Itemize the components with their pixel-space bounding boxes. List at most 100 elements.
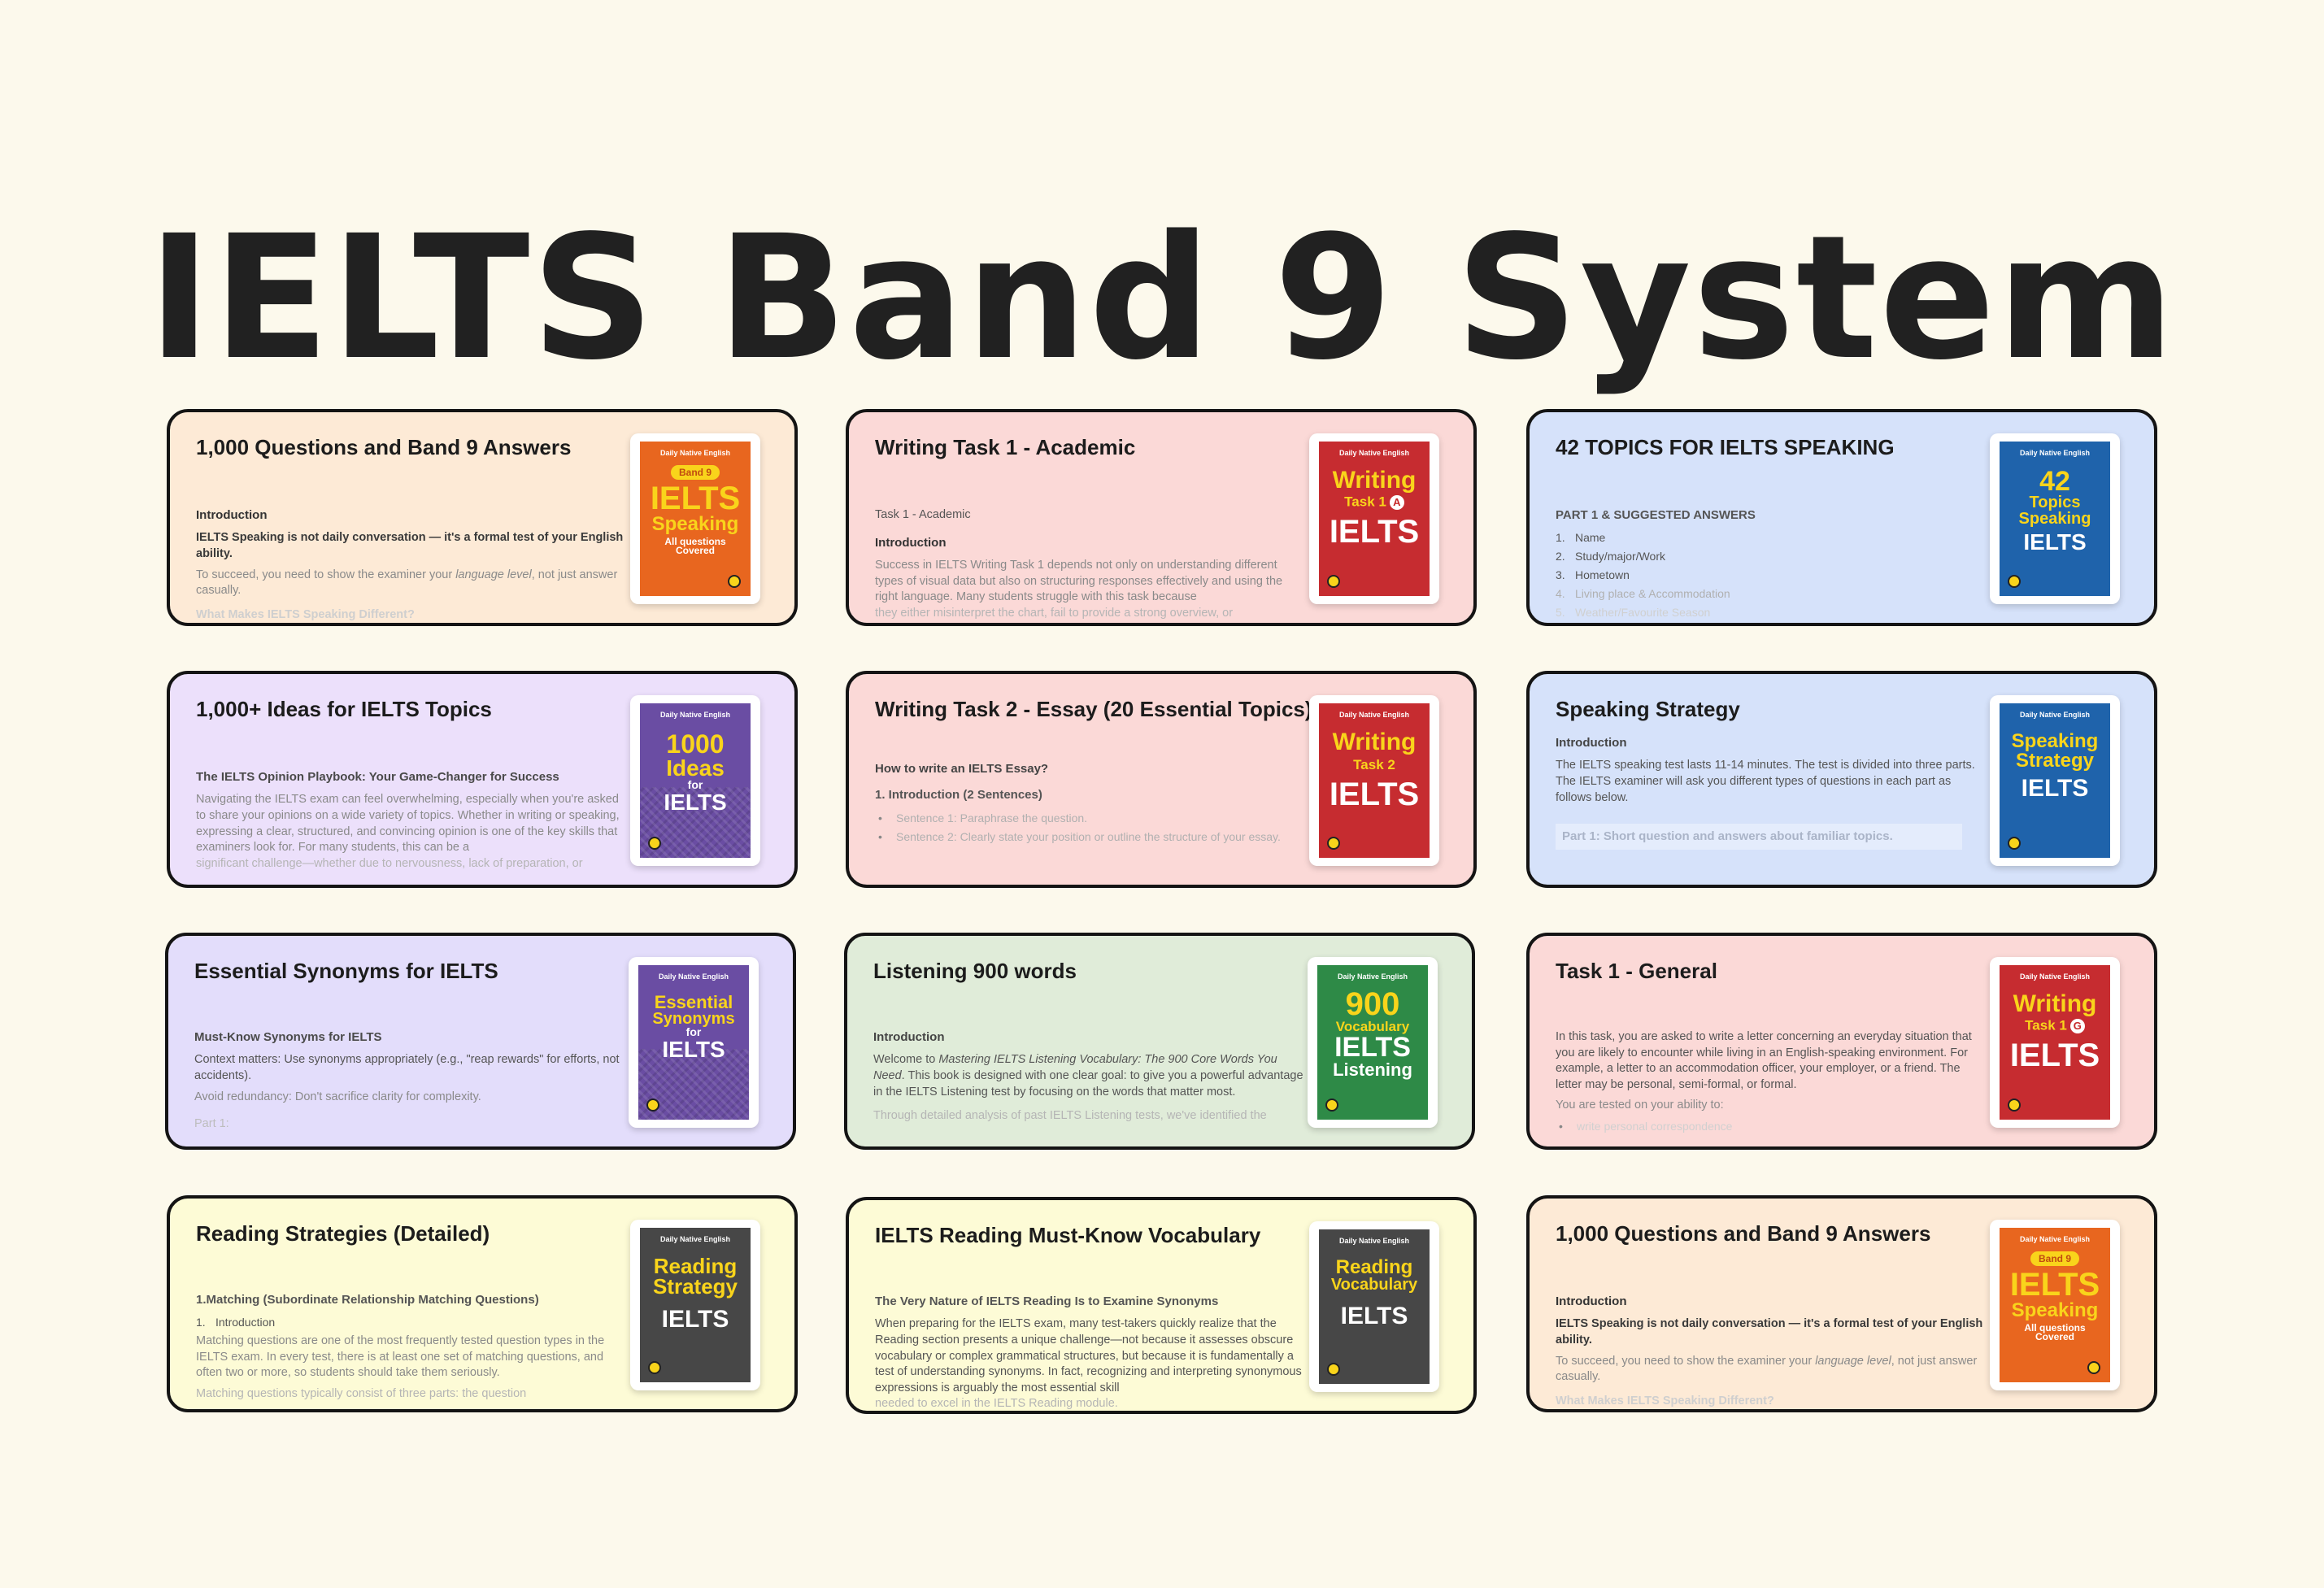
course-card-writing-task2-essay[interactable]: Writing Task 2 - Essay (20 Essential Top…: [846, 671, 1477, 888]
card-subheading: What Makes IELTS Speaking Different?: [1556, 1394, 1774, 1407]
cover-tagline: All questions: [664, 535, 726, 547]
card-subheading: What Makes IELTS Speaking Different?: [196, 607, 415, 621]
book-cover: Daily Native English 900 Vocabulary IELT…: [1308, 957, 1438, 1128]
course-card-42-topics-speaking[interactable]: 42 TOPICS FOR IELTS SPEAKING PART 1 & SU…: [1526, 409, 2157, 626]
card-paragraph: IELTS Speaking is not daily conversation…: [1556, 1317, 1983, 1347]
cover-subtitle: Vocabulary: [1335, 1019, 1410, 1035]
cover-subtitle: Vocabulary: [1330, 1275, 1418, 1294]
subsection-list: 1.Introduction: [196, 1315, 627, 1330]
cover-publisher: Daily Native English: [1337, 972, 1408, 981]
course-card-speaking-strategy[interactable]: Speaking Strategy Introduction The IELTS…: [1526, 671, 2157, 888]
cover-publisher: Daily Native English: [659, 1235, 731, 1243]
card-subheading: Part 1:: [194, 1117, 229, 1131]
cover-title: IELTS: [650, 481, 741, 516]
cover-tagline: Listening: [1333, 1059, 1412, 1081]
book-cover: Daily Native English Reading Strategy IE…: [630, 1220, 760, 1390]
cover-subtitle: Speaking: [651, 513, 739, 536]
card-paragraph: IELTS Speaking is not daily conversation…: [196, 531, 624, 560]
cover-title: Reading: [653, 1254, 738, 1278]
cover-brand: IELTS: [1329, 514, 1420, 550]
publisher-logo-icon: [1325, 1099, 1338, 1112]
cover-brand: IELTS: [664, 789, 727, 815]
list-item: 1.Introduction: [196, 1316, 276, 1329]
book-cover: Daily Native English Essential Synonyms …: [629, 957, 759, 1128]
cover-tagline: for: [685, 1025, 702, 1039]
list-item: write personal correspondence: [1556, 1119, 1987, 1134]
cover-title: Writing: [2013, 990, 2097, 1017]
publisher-logo-icon: [1327, 837, 1340, 850]
card-title: 1,000 Questions and Band 9 Answers: [196, 435, 572, 459]
card-title: Essential Synonyms for IELTS: [194, 959, 498, 983]
card-title: 1,000 Questions and Band 9 Answers: [1556, 1221, 1931, 1246]
cover-publisher: Daily Native English: [2019, 1235, 2091, 1243]
course-card-reading-vocabulary[interactable]: IELTS Reading Must-Know Vocabulary The V…: [846, 1197, 1477, 1414]
cover-publisher: Daily Native English: [1338, 711, 1410, 719]
course-card-speaking-1000-questions-2[interactable]: 1,000 Questions and Band 9 Answers Intro…: [1526, 1195, 2157, 1412]
card-paragraph: Avoid redundancy: Don't sacrifice clarit…: [194, 1090, 481, 1103]
card-paragraph: needed to excel in the IELTS Reading mod…: [875, 1397, 1118, 1411]
course-card-reading-strategies[interactable]: Reading Strategies (Detailed) 1.Matching…: [167, 1195, 798, 1412]
cover-subtitle: Strategy: [2015, 749, 2095, 772]
course-card-1000-ideas[interactable]: 1,000+ Ideas for IELTS Topics The IELTS …: [167, 671, 798, 888]
cover-subtitle: Task 1: [2025, 1017, 2067, 1033]
card-section-heading: 1.Matching (Subordinate Relationship Mat…: [196, 1293, 539, 1307]
card-title: IELTS Reading Must-Know Vocabulary: [875, 1223, 1261, 1247]
cover-title: Speaking: [2011, 730, 2099, 752]
list-item: 1.Name: [1556, 531, 1606, 545]
card-paragraph: Context matters: Use synonyms appropriat…: [194, 1053, 620, 1082]
card-paragraph: To succeed, you need to show the examine…: [196, 568, 618, 598]
publisher-logo-icon: [728, 575, 741, 588]
card-paragraph: significant challenge—whether due to ner…: [196, 856, 583, 870]
cover-letter-badge: A: [1389, 495, 1404, 511]
card-title: Speaking Strategy: [1556, 697, 1740, 721]
card-title: Task 1 - General: [1556, 959, 1717, 983]
cover-subtitle: Synonyms: [652, 1009, 735, 1028]
list-item: Sentence 2: Clearly state your position …: [875, 829, 1306, 845]
cover-tagline: All questions: [2024, 1321, 2086, 1333]
cover-brand: IELTS: [661, 1305, 729, 1333]
card-paragraph: Welcome to Mastering IELTS Listening Voc…: [873, 1053, 1303, 1099]
card-title: Reading Strategies (Detailed): [196, 1221, 490, 1246]
card-title: 1,000+ Ideas for IELTS Topics: [196, 697, 492, 721]
card-paragraph: When preparing for the IELTS exam, many …: [875, 1317, 1302, 1394]
list-item: 3.Hometown: [1556, 568, 1630, 582]
course-card-writing-task1-academic[interactable]: Writing Task 1 - Academic Task 1 - Acade…: [846, 409, 1477, 626]
book-cover: Daily Native English Speaking Strategy I…: [1990, 695, 2120, 866]
card-title: 42 TOPICS FOR IELTS SPEAKING: [1556, 435, 1895, 459]
cover-publisher: Daily Native English: [2019, 972, 2091, 981]
cover-subtitle: Speaking: [2011, 1299, 2099, 1322]
course-card-listening-900-words[interactable]: Listening 900 words Introduction Welcome…: [844, 933, 1475, 1150]
cover-letter-badge: G: [2069, 1019, 2085, 1034]
book-cover: Daily Native English 42 Topics Speaking …: [1990, 433, 2120, 604]
card-section-heading: Introduction: [1556, 1294, 1627, 1309]
cover-publisher: Daily Native English: [1338, 1237, 1410, 1245]
card-section-heading: The Very Nature of IELTS Reading Is to E…: [875, 1294, 1219, 1309]
cover-subtitle: Task 2: [1353, 757, 1395, 773]
book-cover: Daily Native English Band 9 IELTS Speaki…: [630, 433, 760, 604]
list-item: Sentence 1: Paraphrase the question.: [875, 811, 1306, 826]
card-paragraph: You are tested on your ability to:: [1556, 1099, 1724, 1112]
card-section-heading: Introduction: [196, 508, 268, 523]
course-card-task1-general[interactable]: Task 1 - General In this task, you are a…: [1526, 933, 2157, 1150]
publisher-logo-icon: [2087, 1361, 2100, 1374]
book-cover: Daily Native English 1000 Ideas for IELT…: [630, 695, 760, 866]
cover-title: 1000: [666, 729, 725, 759]
cover-publisher: Daily Native English: [2019, 711, 2091, 719]
publisher-logo-icon: [2008, 1099, 2021, 1112]
publisher-logo-icon: [2008, 575, 2021, 588]
course-card-speaking-1000-questions[interactable]: 1,000 Questions and Band 9 Answers Intro…: [167, 409, 798, 626]
cover-title: IELTS: [2009, 1267, 2100, 1303]
cover-title: Essential: [654, 992, 733, 1012]
course-card-essential-synonyms[interactable]: Essential Synonyms for IELTS Must-Know S…: [165, 933, 796, 1150]
card-section-heading: Introduction: [873, 1030, 945, 1045]
cover-subtitle: Ideas: [666, 755, 725, 781]
card-section-heading: How to write an IELTS Essay?: [875, 762, 1049, 777]
cover-title: 42: [2039, 466, 2070, 497]
book-cover: Daily Native English Reading Vocabulary …: [1309, 1221, 1439, 1392]
publisher-logo-icon: [2008, 837, 2021, 850]
topic-list: 1.Name 2.Study/major/Work 3.Hometown 4.L…: [1556, 530, 1987, 620]
card-paragraph: Matching questions typically consist of …: [196, 1387, 527, 1401]
card-section-heading: Must-Know Synonyms for IELTS: [194, 1030, 382, 1045]
card-title: Listening 900 words: [873, 959, 1077, 983]
